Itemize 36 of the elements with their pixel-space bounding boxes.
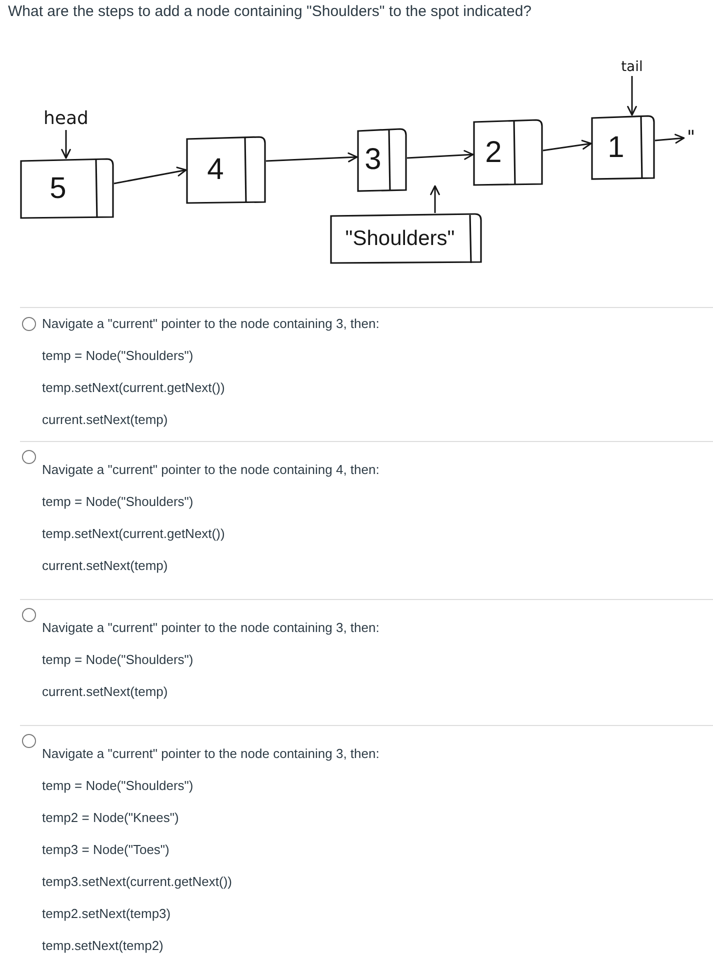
code-line: current.setNext(temp)	[42, 411, 168, 429]
end-mark: "	[684, 127, 698, 147]
code-line: temp2.setNext(temp3)	[42, 905, 171, 923]
pointer-label: tail	[614, 58, 650, 76]
arrow	[542, 140, 592, 152]
code-line: current.setNext(temp)	[42, 557, 168, 575]
code-line: temp.setNext(current.getNext())	[42, 525, 225, 543]
code-line: temp = Node("Shoulders")	[42, 777, 194, 795]
code-line: temp3.setNext(current.getNext())	[42, 873, 232, 891]
arrow	[266, 152, 358, 162]
list-node: 4	[186, 136, 266, 204]
new-node: "Shoulders"	[330, 213, 482, 264]
arrow	[406, 150, 474, 160]
list-node: 3	[357, 128, 407, 192]
code-line: temp = Node("Shoulders")	[42, 347, 194, 365]
arrow	[627, 76, 637, 116]
option-text: Navigate a "current" pointer to the node containing 4, then:	[42, 461, 380, 479]
arrow	[61, 130, 71, 159]
option-text: Navigate a "current" pointer to the node containing 3, then:	[42, 315, 380, 333]
question-text: What are the steps to add a node containing "Shoulders" to the spot indicated?	[8, 3, 532, 21]
list-node: 2	[473, 119, 543, 186]
option-text: Navigate a "current" pointer to the node containing 3, then:	[42, 619, 380, 637]
arrow	[114, 166, 187, 184]
arrow	[430, 185, 440, 213]
list-node: 1	[591, 115, 655, 180]
code-line: temp = Node("Shoulders")	[42, 651, 194, 669]
code-line: temp.setNext(current.getNext())	[42, 379, 225, 397]
arrow	[654, 134, 685, 144]
option-text: Navigate a "current" pointer to the node containing 3, then:	[42, 745, 380, 763]
list-node: 5	[20, 158, 114, 219]
code-line: temp3 = Node("Toes")	[42, 841, 170, 859]
code-line: temp = Node("Shoulders")	[42, 493, 194, 511]
pointer-label: head	[42, 106, 90, 130]
code-line: temp2 = Node("Knees")	[42, 809, 179, 827]
code-line: temp.setNext(temp2)	[42, 937, 164, 955]
code-line: current.setNext(temp)	[42, 683, 168, 701]
